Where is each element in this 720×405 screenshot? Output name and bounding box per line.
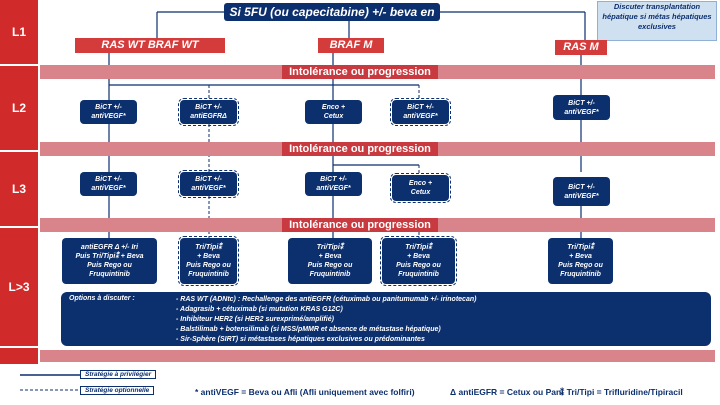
- l2-braf-preferred: Enco +Cetux: [305, 100, 362, 124]
- legend-lines: [20, 374, 80, 391]
- legend-dashed: Stratégie optionnelle: [80, 386, 155, 395]
- level-l2: L2: [0, 66, 38, 152]
- header-ras-m: RAS M: [555, 40, 607, 55]
- options-box: Options à discuter : - RAS WT (ADNtc) : …: [61, 292, 711, 346]
- l3-ras-m: BiCT +/-antiVEGF*: [553, 177, 610, 206]
- level-l1: L1: [0, 0, 38, 66]
- l3-ras-wt-preferred: BiCT +/-antiVEGF*: [80, 172, 137, 196]
- band-label-3: Intolérance ou progression: [282, 218, 438, 232]
- footnote-antivegf: * antiVEGF = Beva ou Afli (Afli uniqueme…: [195, 387, 415, 397]
- l2-ras-m: BiCT +/-antiVEGF*: [553, 95, 610, 120]
- level-l3: L3: [0, 152, 38, 228]
- header-braf: BRAF M: [318, 38, 384, 53]
- l2-ras-wt-optional: BiCT +/-antiEGFRΔ: [178, 98, 239, 126]
- option-item: - Inhibiteur HER2 (si HER2 surexprimé/am…: [176, 316, 334, 323]
- option-item: - RAS WT (ADNtc) : Rechallenge des antiE…: [176, 296, 477, 303]
- footnote-antiegfr: Δ antiEGFR = Cetux ou Pani: [450, 387, 564, 397]
- options-list: - RAS WT (ADNtc) : Rechallenge des antiE…: [176, 295, 476, 345]
- header-ras-wt: RAS WT BRAF WT: [75, 38, 225, 53]
- band-label-2: Intolérance ou progression: [282, 142, 438, 156]
- l3-braf-preferred: BiCT +/-antiVEGF*: [305, 172, 362, 196]
- option-item: - Adagrasib + cétuximab (si mutation KRA…: [176, 306, 343, 313]
- level-l4: L>3: [0, 228, 38, 348]
- l2-braf-optional: BiCT +/-antiVEGF*: [390, 98, 451, 126]
- footnote-tritipi: ⁑ Tri/Tipi = Trifluridine/Tipiracil: [560, 387, 683, 397]
- l3-ras-wt-optional: BiCT +/-antiVEGF*: [178, 170, 239, 198]
- option-item: - Balstilimab + botensilimab (si MSS/pMM…: [176, 326, 441, 333]
- option-item: - Sir-Sphère (SIRT) si métastases hépati…: [176, 336, 425, 343]
- band-label-1: Intolérance ou progression: [282, 65, 438, 79]
- legend-solid: Stratégie à privilégier: [80, 370, 157, 379]
- band-bottom: [40, 350, 715, 362]
- level-bottom: [0, 348, 38, 366]
- l3-braf-optional: Enco +Cetux: [390, 173, 451, 203]
- transplant-note: Discuter transplantation hépatique si mé…: [597, 1, 717, 41]
- l2-ras-wt-preferred: BiCT +/-antiVEGF*: [80, 100, 137, 124]
- options-label: Options à discuter :: [69, 295, 135, 302]
- top-title: Si 5FU (ou capecitabine) +/- beva en L1: [224, 3, 440, 37]
